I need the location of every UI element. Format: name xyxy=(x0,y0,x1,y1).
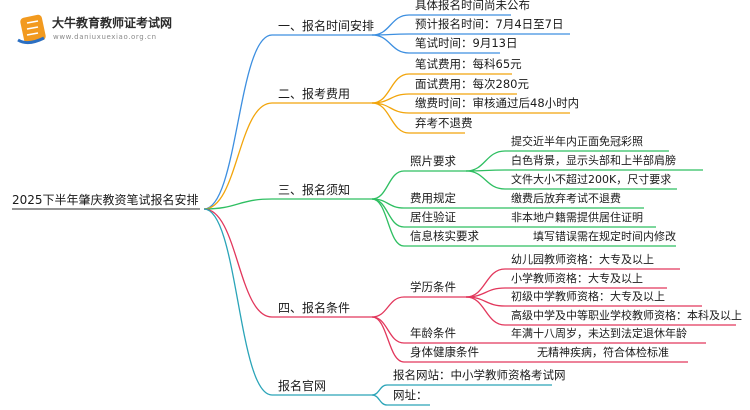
branch-connector xyxy=(203,208,273,396)
detail-item: 幼儿园教师资格：大专及以上 xyxy=(511,253,654,266)
leaf-item: 笔试费用：每科65元 xyxy=(415,57,522,71)
logo-icon xyxy=(17,14,46,45)
branch-title: 二、报考费用 xyxy=(278,87,351,101)
subtopic-connector xyxy=(371,170,405,200)
brand-title: 大牛教育教师证考试网 xyxy=(52,16,173,30)
subtopic: 居住验证 xyxy=(410,210,456,224)
detail-item: 白色背景，显示头部和上半部肩膀 xyxy=(511,154,676,167)
subtopic: 学历条件 xyxy=(410,280,456,294)
branch-connector xyxy=(203,208,273,318)
leaf-connector xyxy=(371,384,388,396)
branch-connector xyxy=(203,102,273,210)
branch-title: 一、报名时间安排 xyxy=(278,19,375,33)
brand-url: www.daniuxuexiao.org.cn xyxy=(53,33,157,41)
subtopic: 身体健康条件 xyxy=(410,345,479,359)
branch-title: 四、报名条件 xyxy=(278,301,351,315)
detail-connector xyxy=(465,150,506,172)
detail-connector xyxy=(465,170,506,190)
detail-item: 提交近半年内正面免冠彩照 xyxy=(511,135,643,148)
detail-item: 文件大小不超过200K，尺寸要求 xyxy=(511,173,672,186)
branch-title: 三、报名须知 xyxy=(278,183,351,197)
detail-item: 非本地户籍需提供居住证明 xyxy=(511,211,643,224)
detail-item: 高级中学及中等职业学校教师资格：本科及以上 xyxy=(511,309,742,322)
subtopic: 年龄条件 xyxy=(410,326,456,340)
detail-item: 初级中学教师资格：大专及以上 xyxy=(511,290,665,303)
leaf-connector xyxy=(371,102,410,134)
subtopic-connector xyxy=(371,296,405,318)
leaf-item: 具体报名时间尚未公布 xyxy=(415,0,530,12)
subtopic-connector xyxy=(371,316,405,363)
leaf-item: 报名网站：中小学教师资格考试网 xyxy=(393,368,566,382)
leaf-item: 笔试时间：9月13日 xyxy=(415,36,518,50)
branch-connector xyxy=(203,198,273,210)
leaf-connector xyxy=(371,14,410,36)
subtopic: 照片要求 xyxy=(410,154,456,168)
root-topic: 2025下半年肇庆教资笔试报名安排 xyxy=(12,193,199,207)
detail-item: 年满十八周岁，未达到法定退休年龄 xyxy=(511,327,687,340)
detail-connector xyxy=(465,296,506,326)
detail-item: 填写错误需在规定时间内修改 xyxy=(533,230,676,243)
detail-item: 无精神疾病，符合体检标准 xyxy=(537,346,669,359)
leaf-connector xyxy=(371,34,410,54)
detail-item: 缴费后放弃考试不退费 xyxy=(511,192,621,205)
subtopic: 费用规定 xyxy=(410,191,456,205)
leaf-item: 网址： xyxy=(393,388,428,402)
branch-connector xyxy=(203,34,273,210)
branch-title: 报名官网 xyxy=(278,379,327,393)
leaf-item: 缴费时间：审核通过后48小时内 xyxy=(415,96,580,110)
subtopic: 信息核实要求 xyxy=(410,229,479,243)
detail-item: 小学教师资格：大专及以上 xyxy=(511,272,643,285)
leaf-item: 弃考不退费 xyxy=(415,116,473,130)
subtopic-connector xyxy=(371,198,405,247)
leaf-item: 预计报名时间：7月4日至7日 xyxy=(415,17,564,31)
leaf-item: 面试费用：每次280元 xyxy=(415,77,529,91)
leaf-connector xyxy=(371,394,388,406)
